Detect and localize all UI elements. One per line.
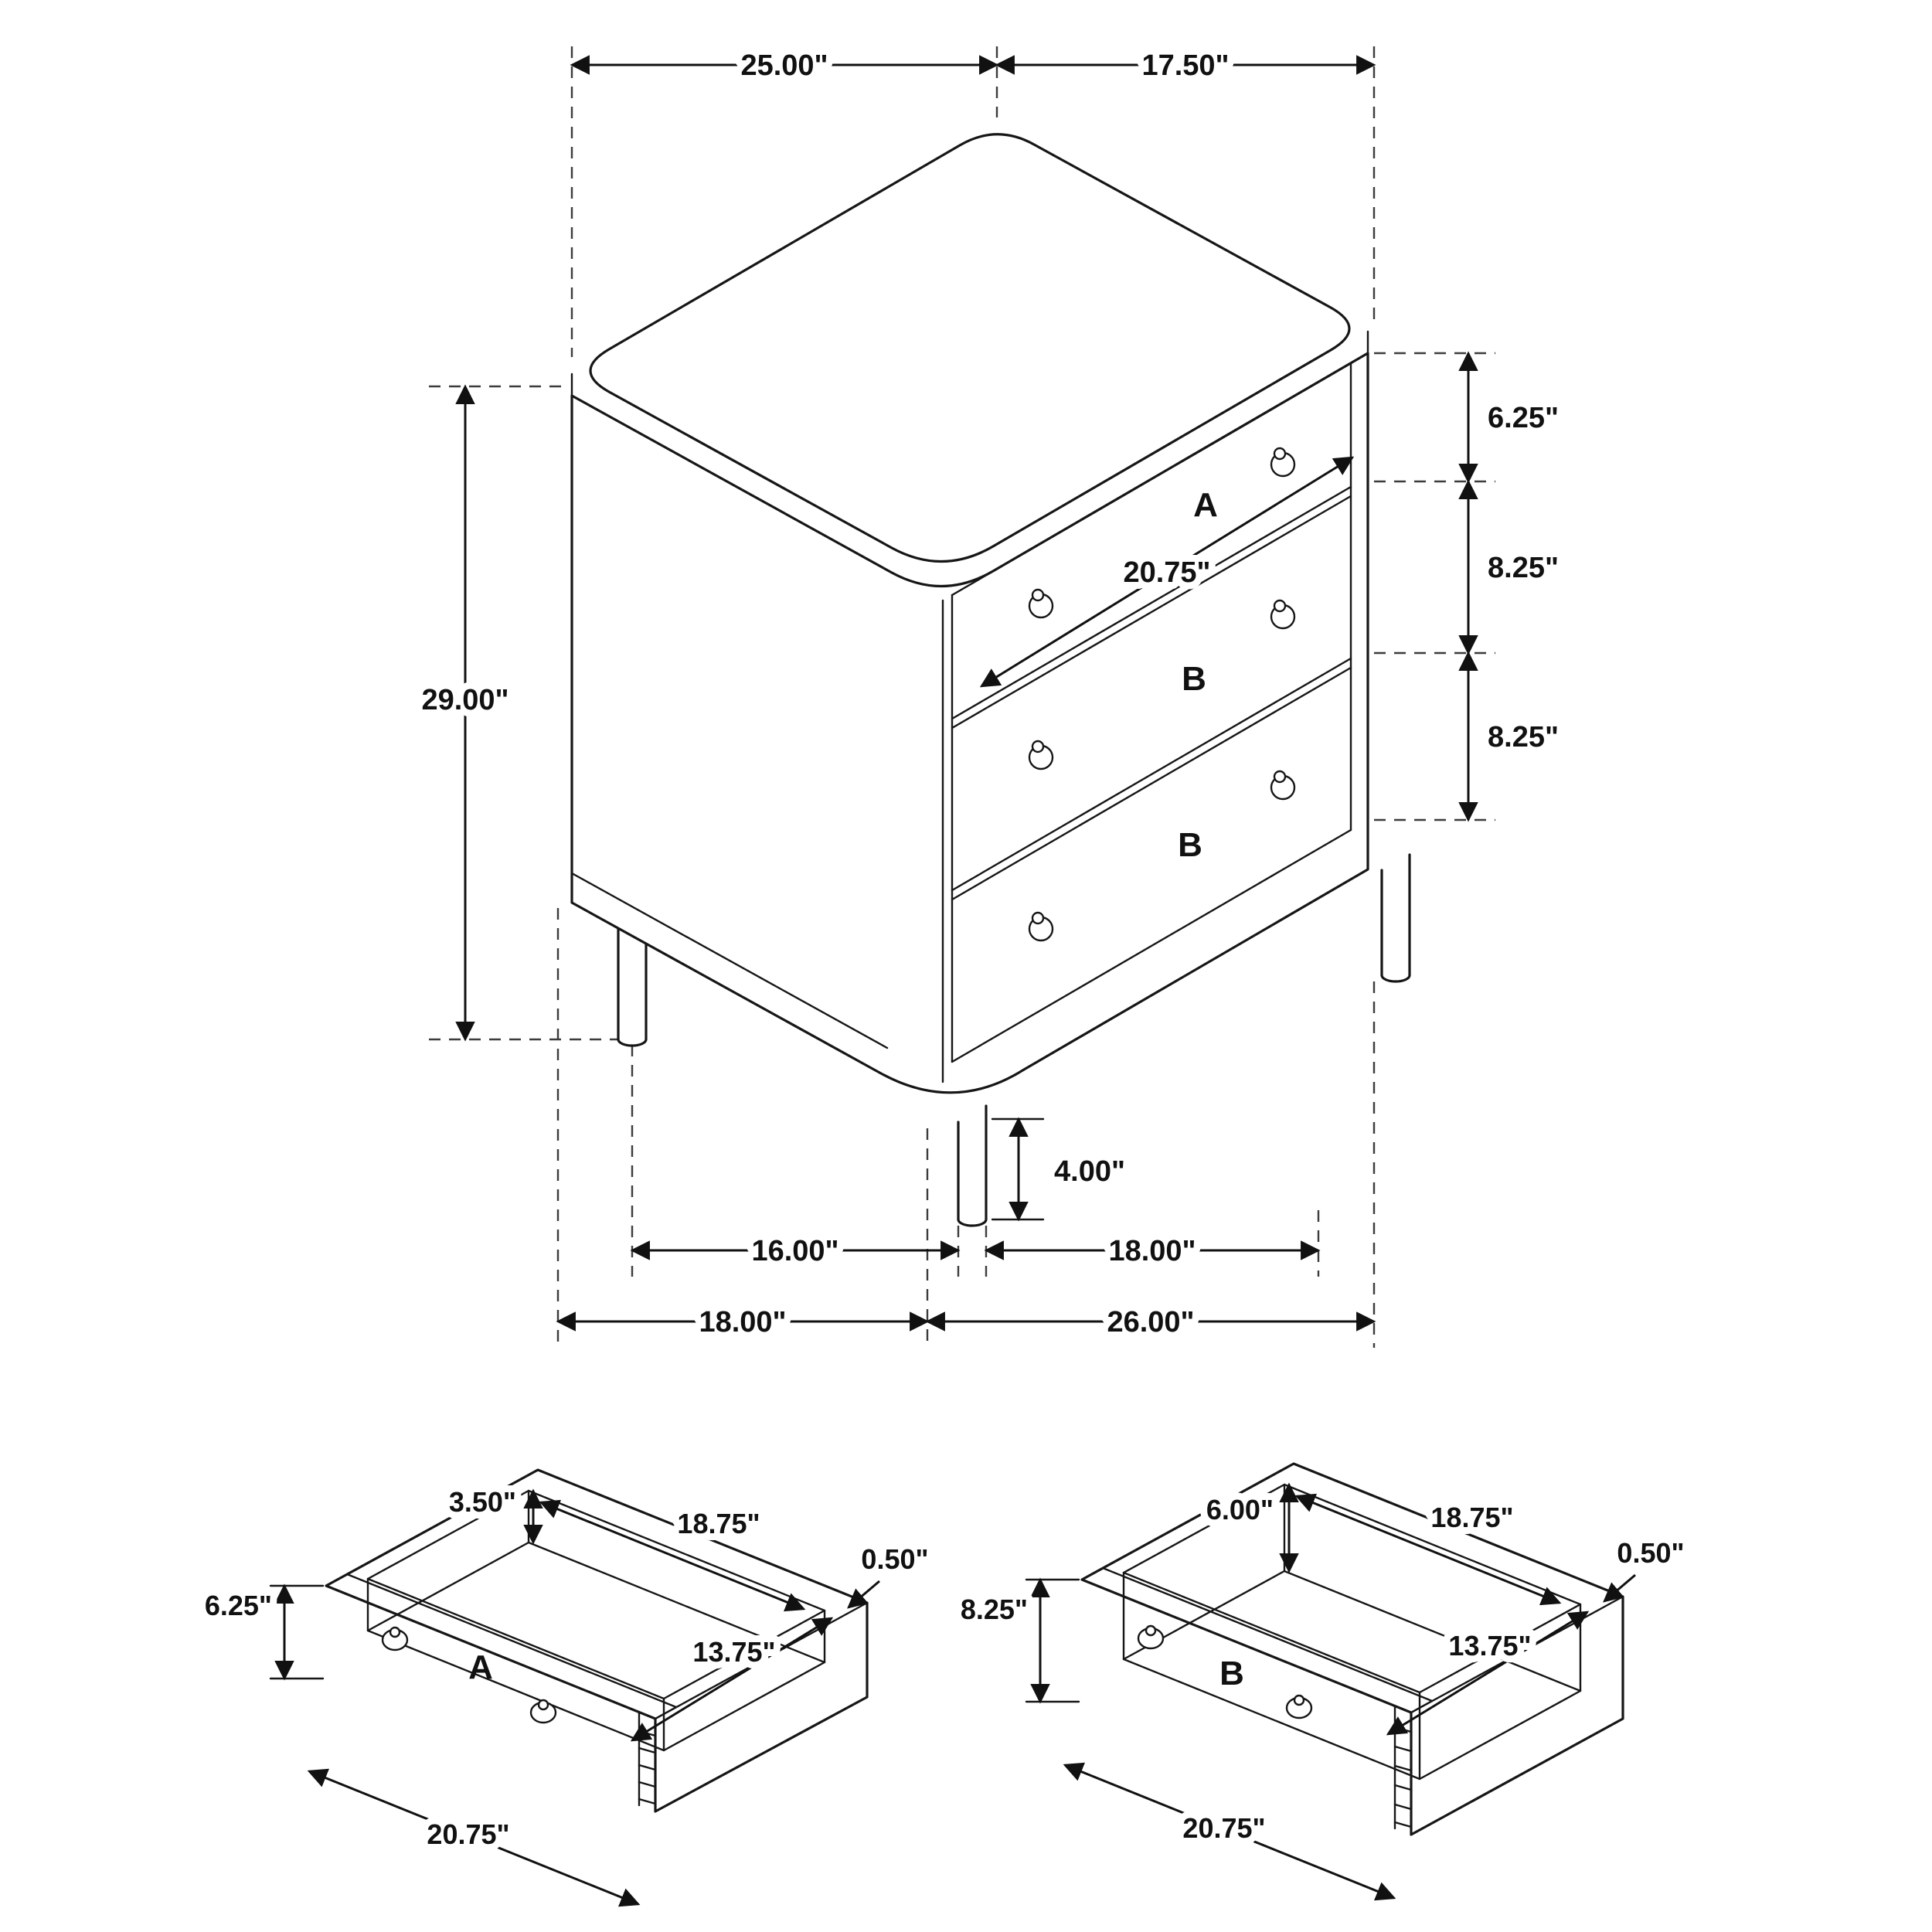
dim-top-width: 25.00" xyxy=(740,49,828,82)
dim-top-depth: 17.50" xyxy=(1141,49,1229,82)
dim-b-inner-height: 6.00" xyxy=(1206,1494,1274,1526)
dim-a-wall-thickness: 0.50" xyxy=(861,1543,928,1575)
extension-lines xyxy=(429,46,1495,1348)
dim-b-inner-depth: 13.75" xyxy=(1448,1630,1531,1662)
drawer-label-middle: B xyxy=(1182,660,1206,698)
dim-leg-span-side: 16.00" xyxy=(751,1235,838,1267)
chest-legs xyxy=(617,853,1411,1227)
drawer-knob xyxy=(1285,1694,1313,1719)
dim-a-inner-height: 3.50" xyxy=(449,1486,516,1518)
drawer-knob xyxy=(529,1699,557,1724)
drawer-knob xyxy=(1028,740,1054,770)
drawer-label-top: A xyxy=(1193,486,1218,524)
drawer-label-bottom: B xyxy=(1178,826,1202,864)
main-dimensions: 25.00" 17.50" 29.00" 6.25" 8.25" 8.25" 2… xyxy=(414,43,1566,1345)
drawer-knob xyxy=(1270,770,1296,801)
dim-leg-height: 4.00" xyxy=(1054,1155,1125,1188)
dim-a-inner-width: 18.75" xyxy=(677,1508,760,1539)
drawer-knob xyxy=(1137,1624,1165,1650)
drawer-a-label: A xyxy=(468,1648,493,1686)
drawer-a-view: A 6.25" 3.50" 18.75" 0.50" 13.75" 20.75" xyxy=(198,1468,936,1907)
dim-leg-span-front: 18.00" xyxy=(1108,1235,1196,1267)
chest-body: A B B xyxy=(570,133,1369,1094)
bottom-rail xyxy=(570,872,889,1049)
dim-drawer1-height: 6.25" xyxy=(1488,402,1559,434)
chest-top-face xyxy=(589,133,1351,563)
dim-a-front-height: 6.25" xyxy=(205,1590,272,1621)
drawer-knob xyxy=(1028,911,1054,942)
dim-b-front-height: 8.25" xyxy=(961,1594,1028,1625)
dim-base-side: 18.00" xyxy=(699,1306,786,1338)
dim-drawer3-height: 8.25" xyxy=(1488,721,1559,753)
dim-b-wall-thickness: 0.50" xyxy=(1617,1537,1684,1569)
drawer-b-label: B xyxy=(1219,1655,1244,1692)
dim-drawer-face-width: 20.75" xyxy=(1123,556,1210,589)
dim-a-inner-depth: 13.75" xyxy=(692,1636,775,1668)
dim-drawer2-height: 8.25" xyxy=(1488,552,1559,584)
chest-leg-right xyxy=(1380,853,1411,983)
drawer-b-view: B 8.25" 6.00" 18.75" 0.50" 13.75" 20.75" xyxy=(954,1462,1692,1901)
dim-b-front-width: 20.75" xyxy=(1182,1812,1265,1844)
dim-base-front: 26.00" xyxy=(1107,1306,1194,1338)
chest-leg-left xyxy=(617,927,648,1047)
drawer-b-dimensions: 8.25" 6.00" 18.75" 0.50" 13.75" 20.75" xyxy=(954,1482,1692,1901)
front-corner-post xyxy=(941,594,954,1083)
dim-b-inner-width: 18.75" xyxy=(1430,1502,1513,1533)
main-chest-view: A B B 25.00" 17.50" 29.00" 6.25" 8.25" 8… xyxy=(414,43,1566,1348)
dim-a-front-width: 20.75" xyxy=(427,1818,509,1850)
drawer-knob xyxy=(381,1626,409,1651)
dim-height: 29.00" xyxy=(421,684,509,716)
drawer-a-dimensions: 6.25" 3.50" 18.75" 0.50" 13.75" 20.75" xyxy=(198,1479,936,1907)
chest-leg-front xyxy=(957,1104,988,1227)
